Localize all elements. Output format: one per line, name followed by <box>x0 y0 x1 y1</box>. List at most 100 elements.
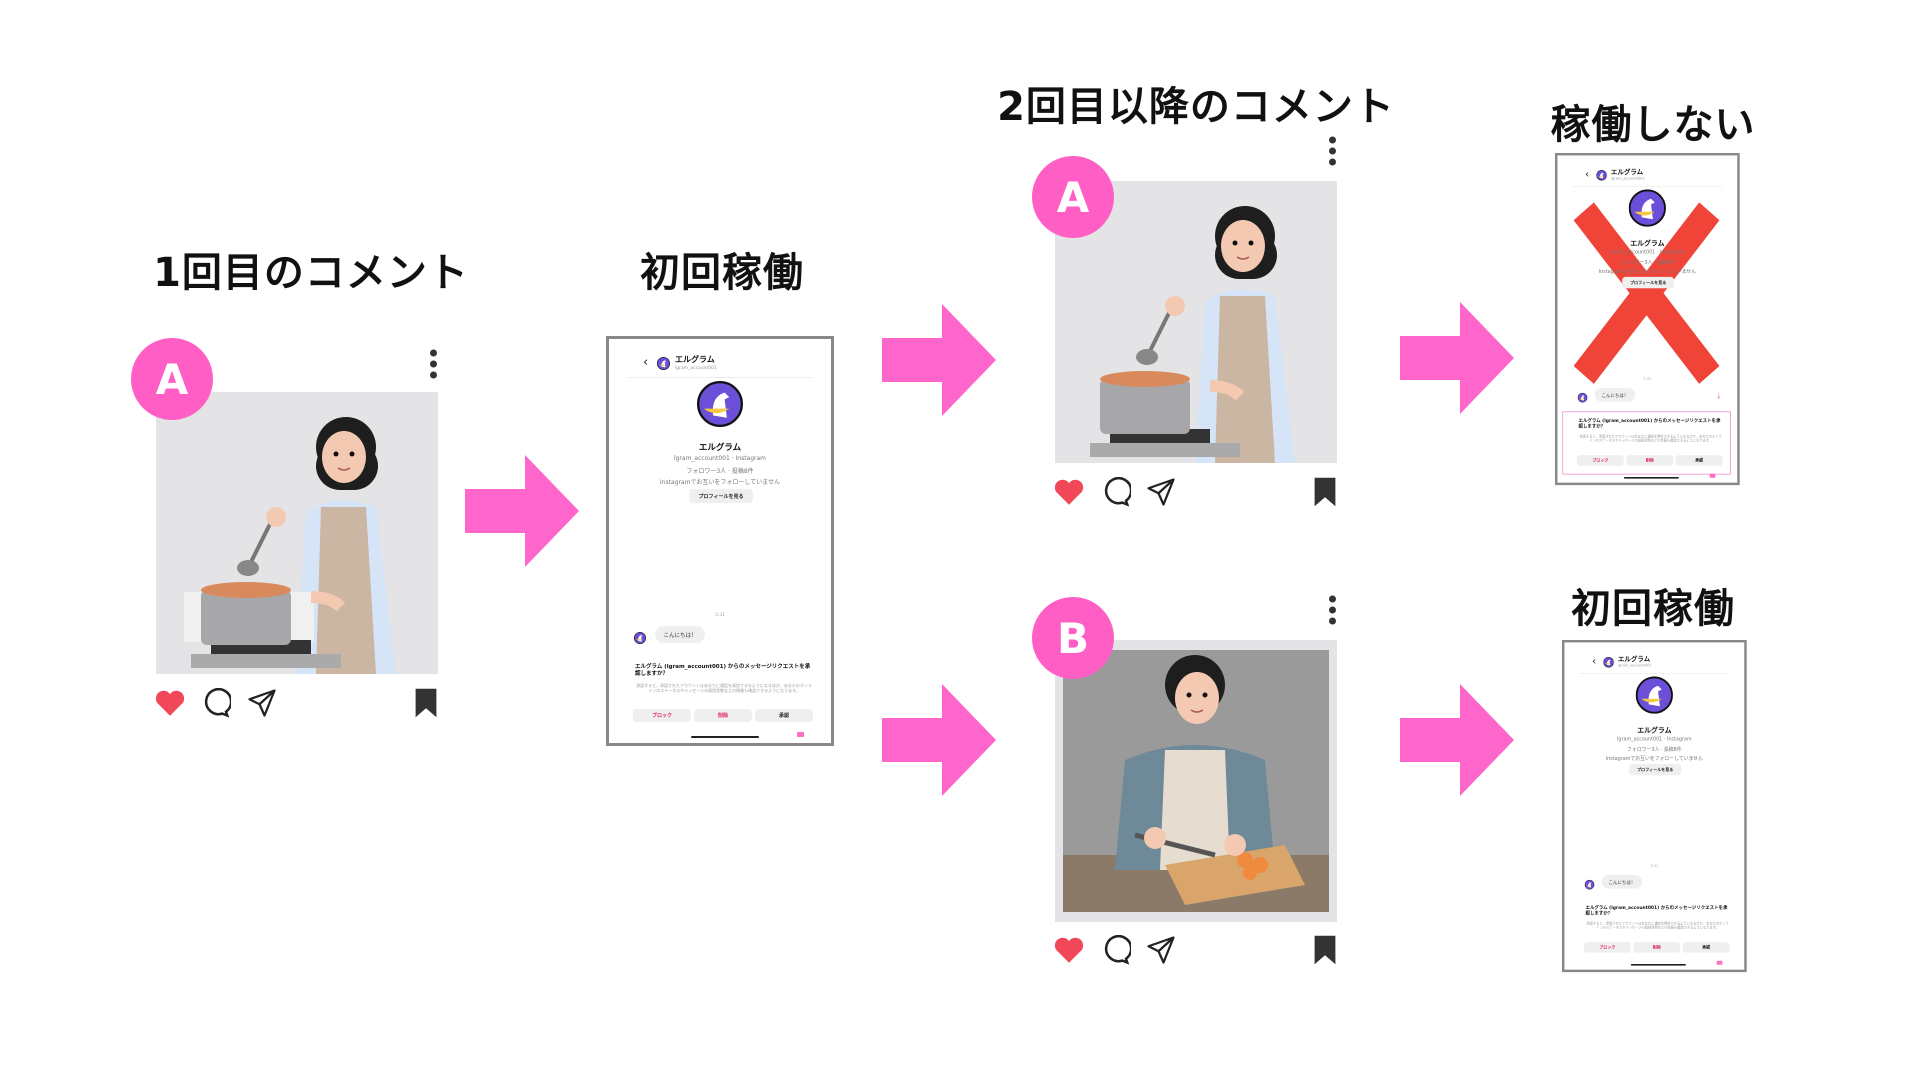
send-icon[interactable] <box>246 688 278 718</box>
view-profile-button[interactable]: プロフィールを見る <box>1629 763 1682 776</box>
send-icon[interactable] <box>1145 935 1177 965</box>
bookmark-icon[interactable] <box>413 687 439 719</box>
message-time: 3:31 <box>714 613 726 618</box>
request-description: 承認すると、承認されたアカウントはあなたに通話を発信できるようになるほか、あなた… <box>636 683 812 694</box>
arrow-right-icon <box>882 304 996 416</box>
heart-icon[interactable] <box>154 689 186 717</box>
arrow-right-icon <box>465 455 579 567</box>
user-a-badge: A <box>1032 156 1114 238</box>
view-profile-button[interactable]: プロフィールを見る <box>1622 276 1675 289</box>
title-first-run-b: 初回稼働 <box>1571 586 1735 632</box>
profile-followers: フォロワー3人 · 投稿8件 <box>686 468 754 475</box>
profile-handle: lgram_account001 <box>1617 664 1652 669</box>
divider <box>1579 673 1730 675</box>
profile-name-large: エルグラム <box>1637 726 1672 735</box>
delete-button[interactable]: 削除 <box>694 709 752 722</box>
profile-name-large: エルグラム <box>698 443 742 453</box>
profile-avatar-large <box>1628 189 1666 227</box>
comment-icon[interactable] <box>1101 477 1131 507</box>
heart-icon[interactable] <box>1053 478 1085 506</box>
sender-avatar <box>634 632 646 644</box>
profile-name-large: エルグラム <box>1630 239 1665 248</box>
arrow-right-icon <box>1400 684 1514 796</box>
request-highlight <box>1562 411 1731 475</box>
block-button[interactable]: ブロック <box>1583 942 1631 953</box>
arrow-right-icon <box>1400 302 1514 414</box>
profile-handle-line: lgram_account001 · Instagram <box>673 455 767 462</box>
profile-handle: lgram_account001 <box>675 366 717 371</box>
profile-follow-status: Instagramでお互いをフォローしていません <box>1598 268 1697 275</box>
block-button[interactable]: ブロック <box>633 709 691 722</box>
message-bubble: こんにちは！ <box>655 626 705 643</box>
profile-followers: フォロワー3人 · 投稿8件 <box>1620 259 1675 266</box>
more-options-icon[interactable] <box>430 349 438 379</box>
title-second-comment: 2回目以降のコメント <box>997 84 1395 130</box>
cooking-illustration <box>156 392 438 674</box>
view-profile-button[interactable]: プロフィールを見る <box>689 489 753 503</box>
block-button[interactable]: ブロック <box>1576 455 1624 466</box>
more-options-icon[interactable] <box>1329 595 1337 625</box>
profile-avatar-small <box>657 357 670 370</box>
profile-avatar-small <box>1596 170 1607 181</box>
divider <box>1572 186 1723 188</box>
back-icon[interactable]: ‹ <box>1584 168 1590 181</box>
accept-button[interactable]: 承認 <box>755 709 813 722</box>
home-indicator <box>1623 477 1679 479</box>
profile-handle: lgram_account001 <box>1610 177 1645 182</box>
sender-avatar <box>1577 392 1588 403</box>
profile-handle-line: lgram_account001 · Instagram <box>1610 249 1685 256</box>
pink-indicator-icon <box>797 732 804 737</box>
message-bubble: こんにちは！ <box>1601 874 1643 889</box>
comment-icon[interactable] <box>201 688 231 718</box>
back-icon[interactable]: ‹ <box>643 355 649 370</box>
pink-indicator-icon <box>1716 960 1723 965</box>
profile-name: エルグラム <box>675 355 715 364</box>
arrow-down-icon: ↓ <box>1715 391 1723 401</box>
message-time: 3:31 <box>1650 864 1659 869</box>
arrow-right-icon <box>882 684 996 796</box>
bookmark-icon[interactable] <box>1312 476 1338 508</box>
request-question: エルグラム (lgram_account001) からのメッセージリクエストを承… <box>1585 905 1728 917</box>
profile-name: エルグラム <box>1617 655 1651 663</box>
message-bubble: こんにちは！ <box>1594 387 1636 402</box>
profile-follow-status: Instagramでお互いをフォローしていません <box>1605 755 1704 762</box>
dm-request-phone-first-run: ‹ エルグラム lgram_account001 エルグラム lgram_acc… <box>606 336 834 746</box>
profile-followers: フォロワー3人 · 投稿8件 <box>1627 746 1682 753</box>
profile-handle-line: lgram_account001 · Instagram <box>1617 736 1692 743</box>
request-description: 承認すると、承認されたアカウントはあなたに通話を発信できるようになるほか、あなた… <box>1579 434 1722 443</box>
send-icon[interactable] <box>1145 477 1177 507</box>
request-question: エルグラム (lgram_account001) からのメッセージリクエストを承… <box>635 664 811 678</box>
profile-avatar-small <box>1603 657 1614 668</box>
back-icon[interactable]: ‹ <box>1591 655 1597 668</box>
accept-button[interactable]: 承認 <box>1675 455 1723 466</box>
sender-avatar <box>1584 879 1595 890</box>
delete-button[interactable]: 削除 <box>1626 455 1674 466</box>
more-options-icon[interactable] <box>1329 136 1337 166</box>
profile-avatar-large <box>1635 676 1673 714</box>
home-indicator <box>691 736 759 738</box>
title-no-run: 稼働しない <box>1550 102 1756 148</box>
request-description: 承認すると、承認されたアカウントはあなたに通話を発信できるようになるほか、あなた… <box>1586 921 1729 930</box>
accept-button[interactable]: 承認 <box>1682 942 1730 953</box>
message-time: 3:31 <box>1643 377 1652 382</box>
request-actions: ブロック 削除 承認 <box>1583 942 1730 953</box>
profile-follow-status: Instagramでお互いをフォローしていません <box>659 479 781 486</box>
cooking-illustration <box>1055 181 1337 463</box>
reject-x-icon <box>1573 202 1720 384</box>
home-indicator <box>1630 964 1686 966</box>
dm-request-phone-not-run: ‹ エルグラム lgram_account001 エルグラム lgram_acc… <box>1555 153 1740 486</box>
profile-avatar-large <box>697 381 743 427</box>
divider <box>627 377 813 378</box>
title-first-comment: 1回目のコメント <box>153 250 469 296</box>
user-a-badge: A <box>131 338 213 420</box>
comment-icon[interactable] <box>1101 935 1131 965</box>
chopping-illustration <box>1055 640 1337 922</box>
user-b-badge: B <box>1032 597 1114 679</box>
delete-button[interactable]: 削除 <box>1633 942 1681 953</box>
heart-icon[interactable] <box>1053 936 1085 964</box>
pink-indicator-icon <box>1709 473 1716 478</box>
profile-name: エルグラム <box>1610 168 1644 176</box>
bookmark-icon[interactable] <box>1312 934 1338 966</box>
request-question: エルグラム (lgram_account001) からのメッセージリクエストを承… <box>1578 418 1721 430</box>
